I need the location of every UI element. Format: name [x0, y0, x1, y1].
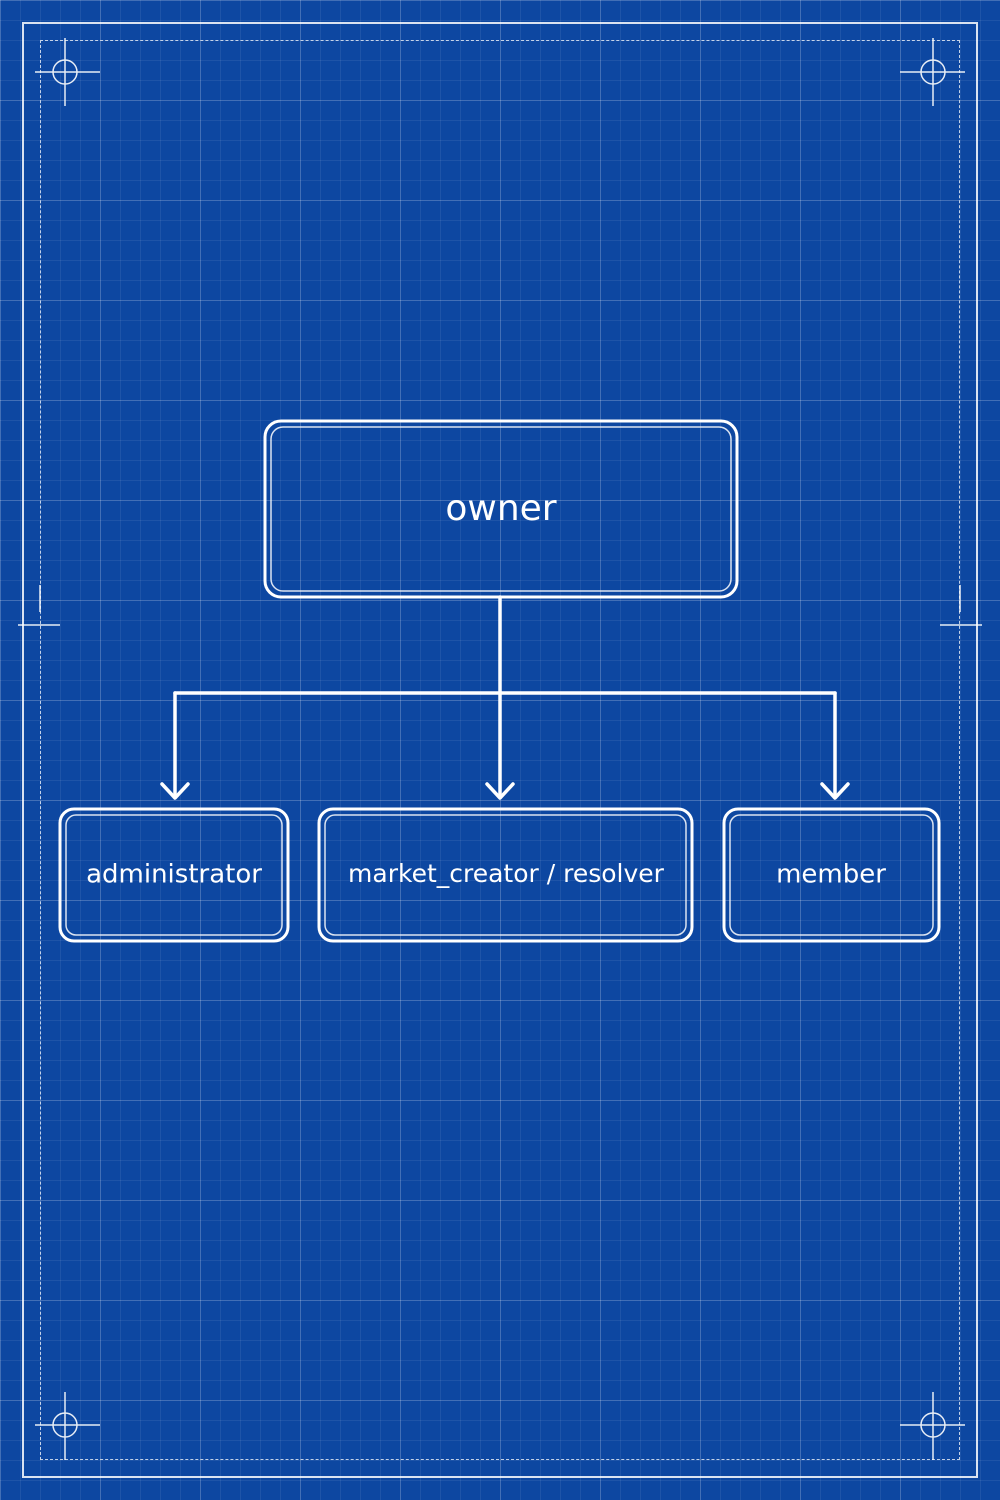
- side-tick-right: [940, 585, 982, 626]
- registration-mark-top-left: [35, 38, 100, 106]
- registration-mark-bottom-right: [900, 1392, 965, 1460]
- arrowhead-member: [820, 782, 850, 800]
- side-tick-left: [18, 585, 60, 626]
- node-market-creator-resolver: market_creator / resolver: [317, 807, 694, 943]
- registration-mark-top-right: [900, 38, 965, 106]
- outer-frame: [22, 22, 978, 1478]
- arrowhead-market-creator-resolver: [485, 782, 515, 800]
- registration-mark-bottom-left: [35, 1392, 100, 1460]
- node-owner: owner: [263, 419, 739, 599]
- node-member: member: [722, 807, 941, 943]
- inner-dashed-frame: [40, 40, 960, 1460]
- node-market-creator-resolver-label: market_creator / resolver: [348, 859, 665, 888]
- arrowhead-administrator: [160, 782, 190, 800]
- node-owner-label: owner: [445, 488, 556, 529]
- node-administrator: administrator: [58, 807, 290, 943]
- node-administrator-label: administrator: [86, 860, 262, 890]
- node-member-label: member: [776, 860, 886, 890]
